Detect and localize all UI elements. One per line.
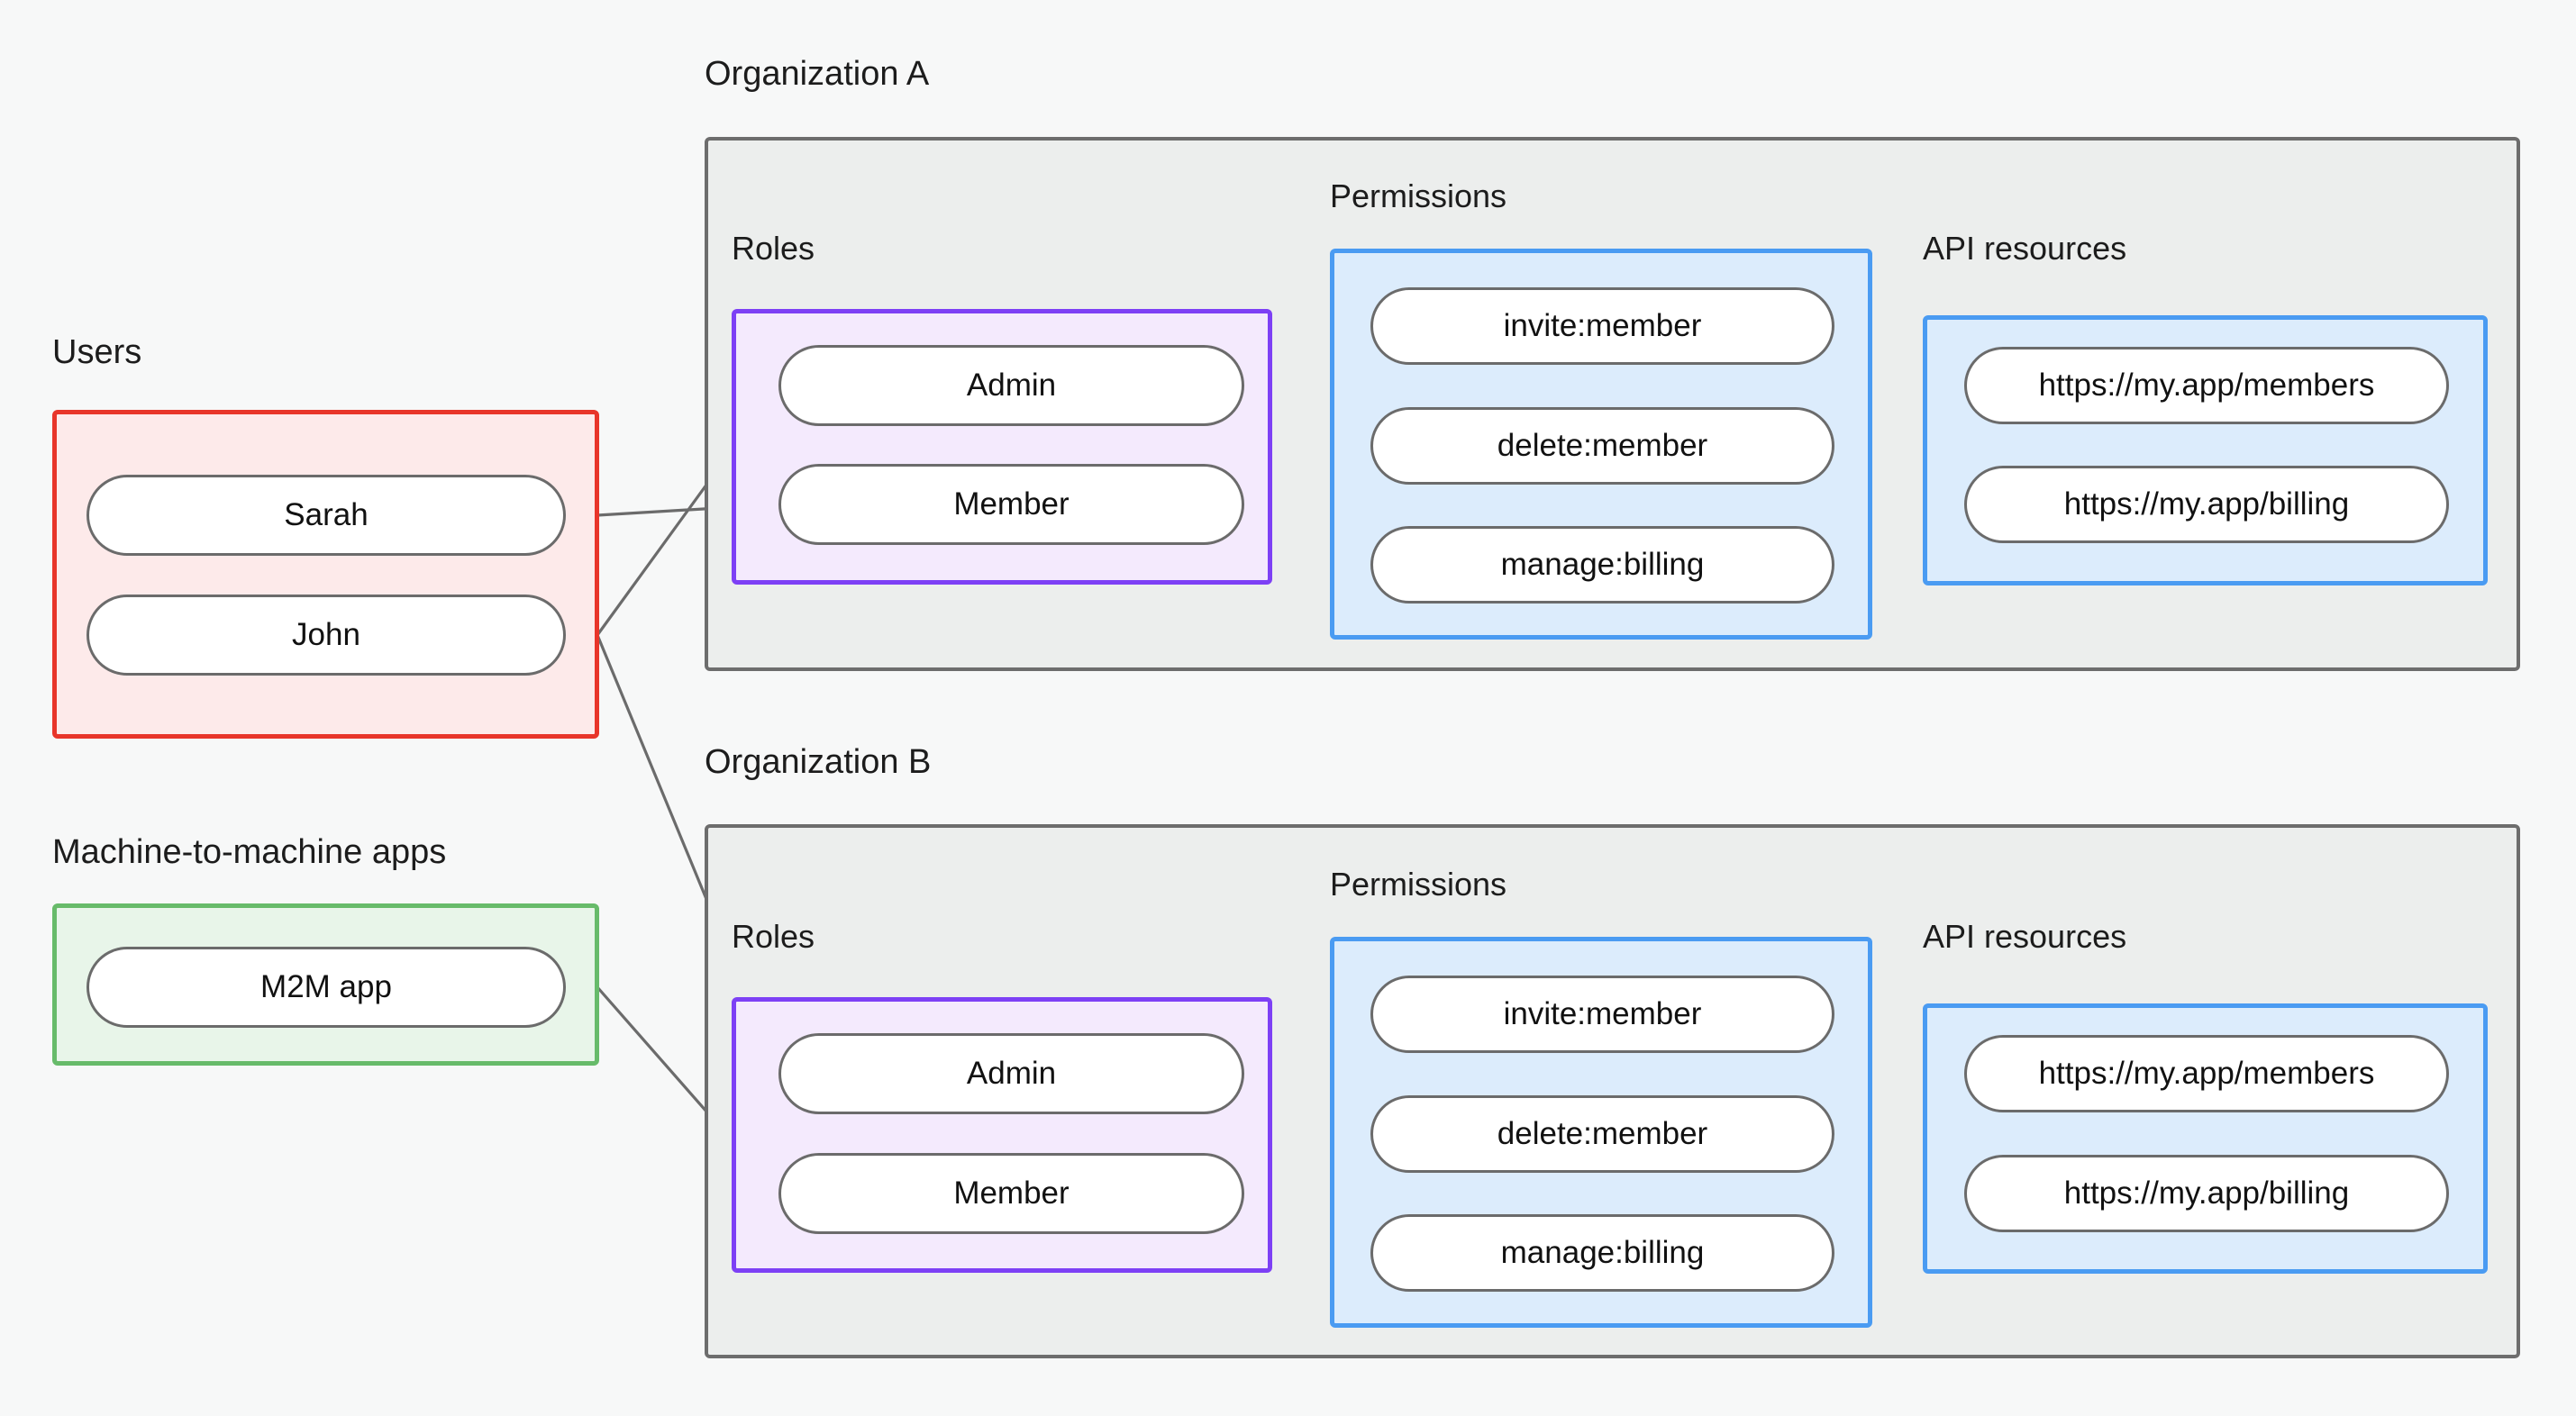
users-container [52,410,599,739]
user-node-sarah[interactable]: Sarah [86,475,566,556]
org-a-permission-invite-member[interactable]: invite:member [1370,287,1834,365]
org-b-role-admin[interactable]: Admin [778,1033,1244,1114]
org-a-role-admin[interactable]: Admin [778,345,1244,426]
org-b-api-resource-billing[interactable]: https://my.app/billing [1964,1155,2449,1232]
org-b-role-member[interactable]: Member [778,1153,1244,1234]
m2m-node-app[interactable]: M2M app [86,947,566,1028]
org-a-permission-manage-billing[interactable]: manage:billing [1370,526,1834,604]
org-b-roles-label: Roles [732,918,815,955]
org-a-permissions-label: Permissions [1330,177,1507,214]
org-b-api-resources-label: API resources [1923,918,2127,955]
org-a-permission-delete-member[interactable]: delete:member [1370,407,1834,485]
org-a-api-resources-label: API resources [1923,230,2127,267]
users-group-label: Users [52,333,142,371]
org-b-permissions-label: Permissions [1330,866,1507,903]
org-b-permission-delete-member[interactable]: delete:member [1370,1095,1834,1173]
org-a-api-resource-billing[interactable]: https://my.app/billing [1964,466,2449,543]
org-b-api-resource-members[interactable]: https://my.app/members [1964,1035,2449,1112]
org-a-title: Organization A [705,55,930,93]
org-b-title: Organization B [705,743,932,781]
org-b-permission-manage-billing[interactable]: manage:billing [1370,1214,1834,1292]
user-node-john[interactable]: John [86,595,566,676]
org-a-roles-label: Roles [732,230,815,267]
org-a-role-member[interactable]: Member [778,464,1244,545]
org-b-permission-invite-member[interactable]: invite:member [1370,976,1834,1053]
m2m-group-label: Machine-to-machine apps [52,833,447,871]
org-a-api-resource-members[interactable]: https://my.app/members [1964,347,2449,424]
